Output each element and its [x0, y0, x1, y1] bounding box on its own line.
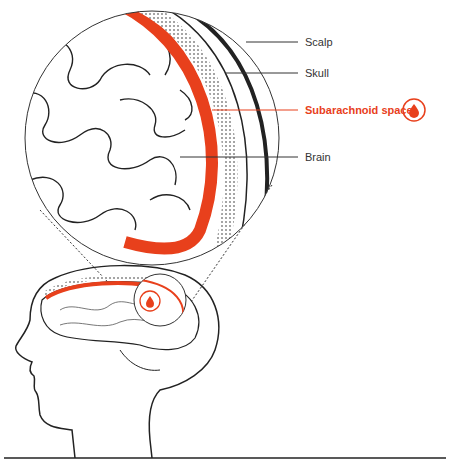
leader-line	[246, 42, 298, 43]
highlight-label: Subarachnoid space	[305, 103, 413, 117]
leader-line	[212, 109, 298, 110]
zoom-circle	[25, 11, 279, 265]
skull-band	[130, 0, 231, 255]
subarachnoid-band	[110, 0, 212, 248]
bottom-rule	[4, 457, 446, 459]
head-outline	[16, 266, 219, 458]
brainstem	[120, 350, 160, 370]
zoom-detail	[20, 0, 267, 270]
part-label: Scalp	[305, 35, 333, 49]
brain-gyrus	[120, 99, 185, 137]
zoom-circle-fill	[25, 11, 279, 265]
leader-line	[226, 73, 298, 74]
small-zoom-detail	[140, 280, 183, 333]
small-zoom-band	[140, 280, 183, 333]
part-label: Skull	[305, 66, 329, 80]
leader-line	[180, 157, 298, 158]
brain-gyrus	[150, 195, 190, 210]
part-label: Brain	[305, 150, 331, 164]
brain-gyrus	[30, 177, 136, 230]
brain-gyrus	[30, 37, 150, 88]
brain-gyrus	[20, 93, 176, 185]
blood-drop	[146, 296, 154, 308]
scalp-line	[165, 0, 267, 270]
blood-icon	[140, 291, 160, 311]
